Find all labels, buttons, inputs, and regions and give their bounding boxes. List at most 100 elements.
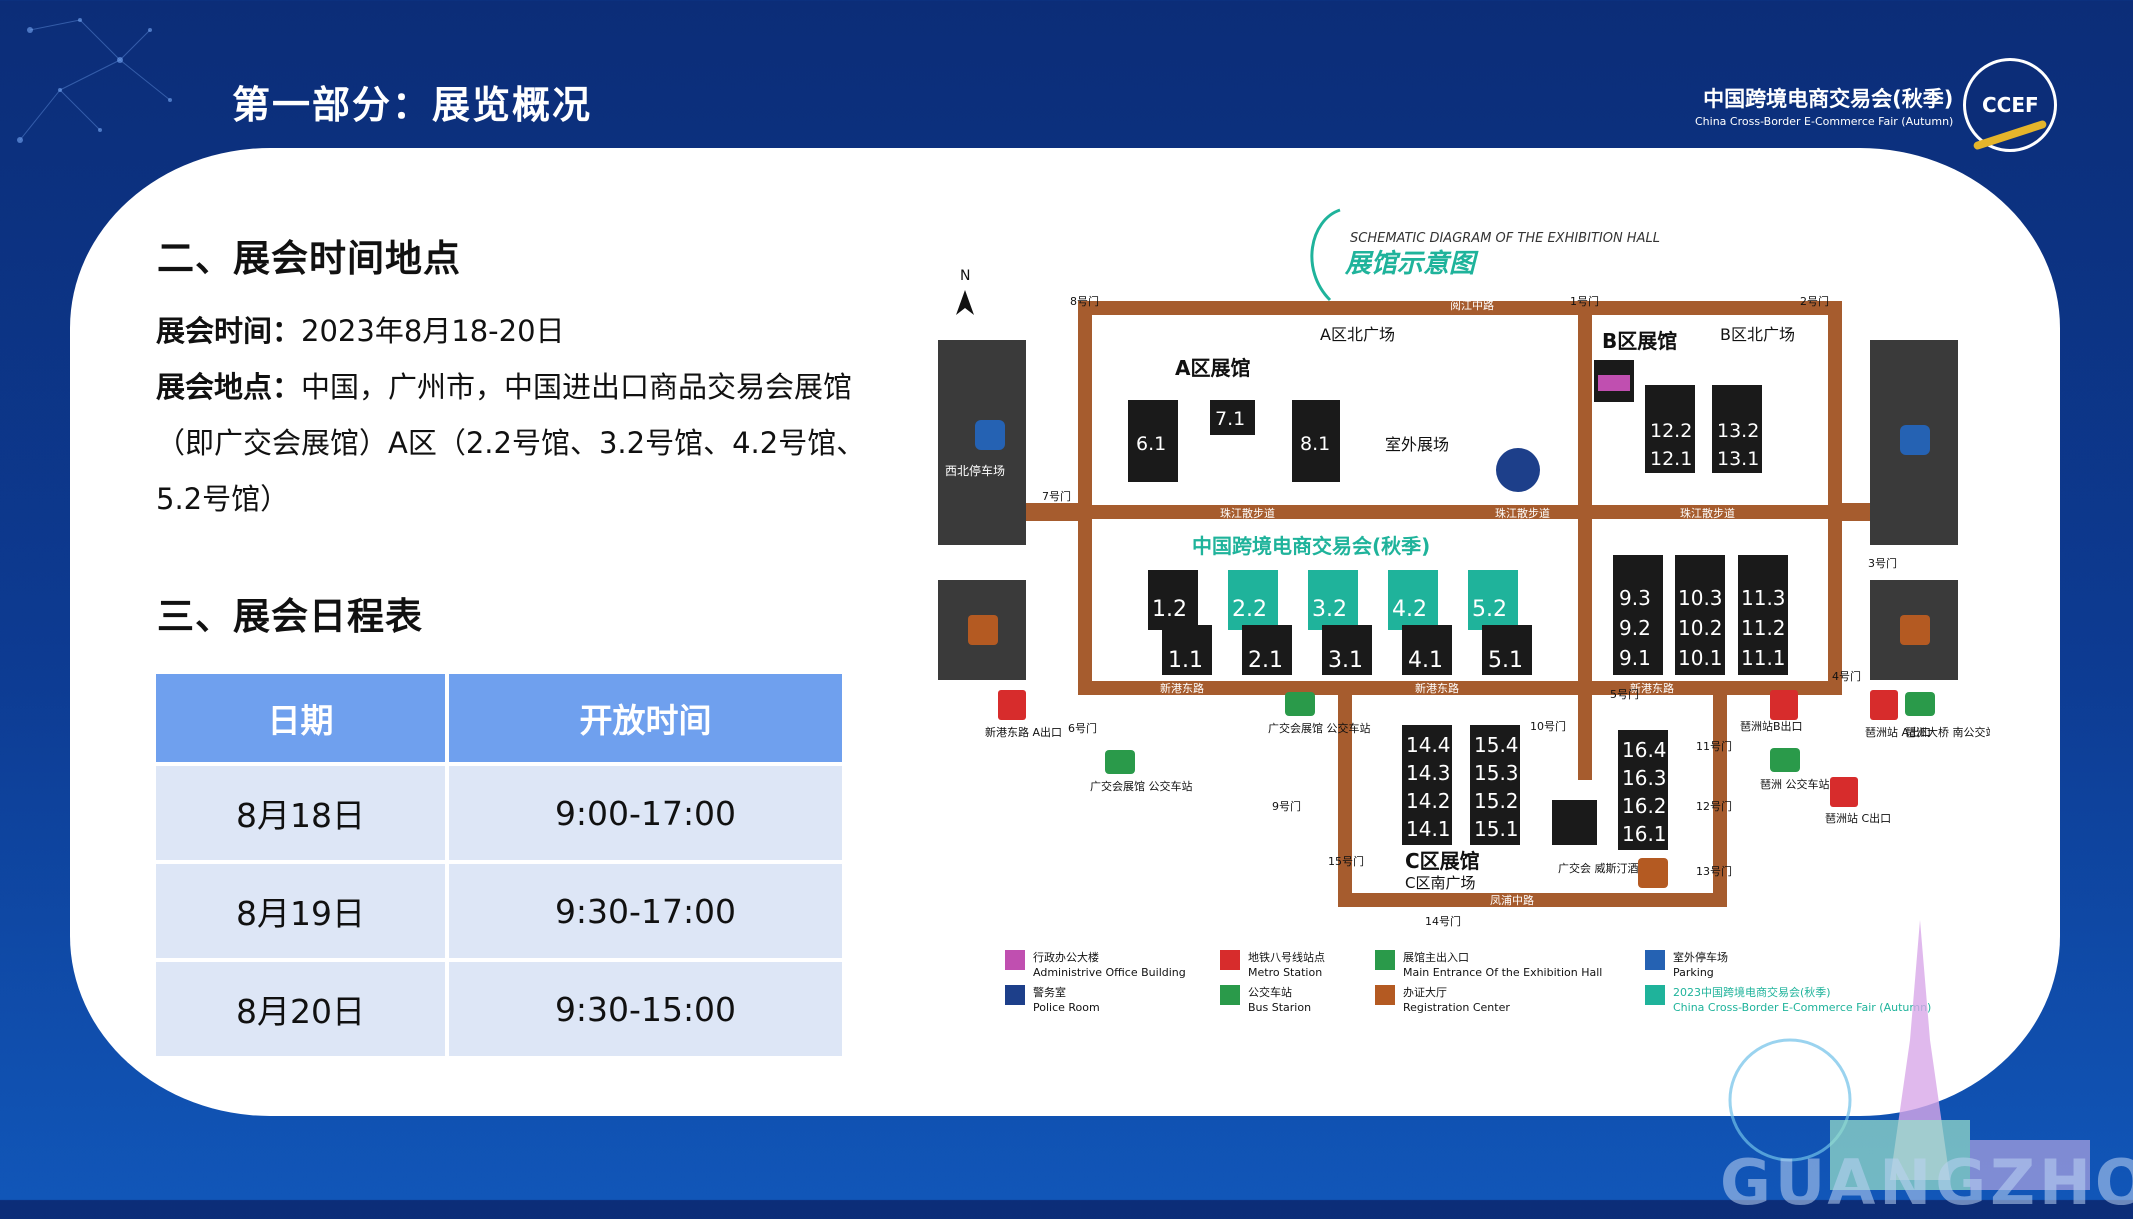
gate-13: 13号门 xyxy=(1696,864,1732,878)
hall-4-1: 4.1 xyxy=(1408,648,1443,673)
legend-icon xyxy=(1005,985,1025,1005)
legend-cn: 2023中国跨境电商交易会(秋季) xyxy=(1673,985,1831,999)
exhibition-hall-map: SCHEMATIC DIAGRAM OF THE EXHIBITION HALL… xyxy=(938,208,1990,1014)
hall-1-1: 1.1 xyxy=(1168,648,1203,673)
event-time-value: 2023年8月18-20日 xyxy=(301,314,565,348)
a-mid-halls xyxy=(1148,570,1532,675)
road-label-zhujiang-b: 珠江散步道 xyxy=(1495,506,1550,520)
gate-15: 15号门 xyxy=(1328,854,1364,868)
hall-16-4: 16.4 xyxy=(1622,738,1667,762)
admin-office-icon xyxy=(1598,375,1630,391)
registration-icon xyxy=(1638,858,1668,888)
event-place-value: 中国，广州市，中国进出口商品交易会展馆 xyxy=(301,370,853,404)
outdoor-label: 室外展场 xyxy=(1385,435,1449,454)
event-time-line: 展会时间：2023年8月18-20日 xyxy=(156,303,916,359)
city-name-footer: GUANGZHOU xyxy=(1720,1146,2133,1219)
hall-16-2: 16.2 xyxy=(1622,794,1667,818)
schedule-date-cell: 8月20日 xyxy=(156,962,445,1056)
event-time-label: 展会时间： xyxy=(156,314,302,348)
north-arrow-icon xyxy=(956,290,974,315)
legend-cn: 展馆主出入口 xyxy=(1403,950,1469,964)
schedule-table: 日期 开放时间 8月18日 9:00-17:00 8月19日 9:30-17:0… xyxy=(152,670,846,1060)
a-top-halls xyxy=(1128,400,1340,482)
page-title: 第一部分：展览概况 xyxy=(232,83,593,127)
section-heading-schedule: 三、展会日程表 xyxy=(157,595,423,638)
gate-labels: 8号门 1号门 2号门 7号门 6号门 10号门 5号门 3号门 4号门 9号门… xyxy=(1042,294,1897,928)
hall-14-2: 14.2 xyxy=(1406,789,1451,813)
gate-1: 1号门 xyxy=(1570,294,1599,308)
gate-14: 14号门 xyxy=(1425,914,1461,928)
hall-4-2: 4.2 xyxy=(1392,597,1427,622)
legend-en: Main Entrance Of the Exhibition Hall xyxy=(1403,966,1602,979)
police-icon xyxy=(1496,448,1540,492)
parking-icon xyxy=(975,420,1005,450)
hall-14-3: 14.3 xyxy=(1406,761,1451,785)
network-globe-decoration xyxy=(17,18,172,143)
road-label-xingang-a: 新港东路 xyxy=(1160,681,1204,695)
hall-13-2: 13.2 xyxy=(1717,420,1759,442)
logo-en-text: China Cross-Border E-Commerce Fair (Autu… xyxy=(1695,114,1954,128)
metro-icons xyxy=(998,690,1898,807)
parking-icon xyxy=(1900,425,1930,455)
event-info: 展会时间：2023年8月18-20日 展会地点：中国，广州市，中国进出口商品交易… xyxy=(156,303,916,527)
schedule-date-cell: 8月18日 xyxy=(156,766,445,860)
fair-label: 中国跨境电商交易会(秋季) xyxy=(1192,534,1430,558)
schedule-header-row: 日期 开放时间 xyxy=(156,674,842,762)
hall-15-3: 15.3 xyxy=(1474,761,1519,785)
hall-13-1: 13.1 xyxy=(1717,448,1759,470)
gate-5: 5号门 xyxy=(1610,687,1639,701)
a-plaza-label: A区北广场 xyxy=(1320,325,1395,344)
registration-icon xyxy=(1900,615,1930,645)
schedule-hours-cell: 9:30-17:00 xyxy=(449,864,842,958)
road-label-xingang-c: 新港东路 xyxy=(1630,681,1674,695)
road-label-yuejiang: 阅江中路 xyxy=(1450,299,1494,312)
registration-icon xyxy=(968,615,998,645)
hotel-label: 广交会 威斯汀酒店 xyxy=(1558,861,1650,875)
station-pz-a: 琶洲站 A出口 xyxy=(1865,725,1931,739)
road-label-xingang-b: 新港东路 xyxy=(1415,681,1459,695)
hall-9-1: 9.1 xyxy=(1619,646,1651,670)
guangzhou-skyline-decoration xyxy=(1728,920,2090,1190)
zone-b-label: B区展馆 xyxy=(1602,329,1677,353)
hall-2-1: 2.1 xyxy=(1248,648,1283,673)
hall-14-4: 14.4 xyxy=(1406,733,1451,757)
zone-c-label: C区展馆 xyxy=(1405,849,1480,873)
legend-en: Metro Station xyxy=(1248,966,1322,979)
station-gjh-bus: 广交会展馆 公交车站 xyxy=(1268,721,1371,735)
legend-icon xyxy=(1375,985,1395,1005)
hall-9-3: 9.3 xyxy=(1619,586,1651,610)
hall-15-1: 15.1 xyxy=(1474,817,1519,841)
hall-7-1: 7.1 xyxy=(1215,408,1245,430)
hall-16-3: 16.3 xyxy=(1622,766,1667,790)
legend-cn: 地铁八号线站点 xyxy=(1248,950,1325,964)
station-pz-bus: 琶洲 公交车站 xyxy=(1760,777,1830,791)
legend-cn: 室外停车场 xyxy=(1673,950,1728,964)
legend-en: Administrive Office Building xyxy=(1033,966,1186,979)
gate-3: 3号门 xyxy=(1868,556,1897,570)
road-label-zhujiang-a: 珠江散步道 xyxy=(1220,506,1275,520)
legend-cn: 办证大厅 xyxy=(1403,985,1447,999)
hall-10-1: 10.1 xyxy=(1678,646,1723,670)
gate-7: 7号门 xyxy=(1042,489,1071,503)
legend-cn: 警务室 xyxy=(1033,985,1066,999)
legend-en: Registration Center xyxy=(1403,1001,1510,1014)
legend-icon xyxy=(1645,985,1665,1005)
hall-5-1: 5.1 xyxy=(1488,648,1523,673)
b-top-halls xyxy=(1645,385,1762,473)
hall-10-2: 10.2 xyxy=(1678,616,1723,640)
road-network xyxy=(1078,301,1842,907)
map-title-swoosh xyxy=(1310,208,1341,302)
map-title-cn: 展馆示意图 xyxy=(1344,249,1479,279)
hall-15-2: 15.2 xyxy=(1474,789,1519,813)
gate-8: 8号门 xyxy=(1070,294,1099,308)
c-halls xyxy=(1402,725,1668,850)
b-plaza-label: B区北广场 xyxy=(1720,325,1795,344)
zone-a-label: A区展馆 xyxy=(1175,356,1250,380)
schedule-hours-cell: 9:30-15:00 xyxy=(449,962,842,1056)
station-pz-bridge: 琶洲大桥 南公交站 xyxy=(1905,725,1990,739)
event-place-line2: （即广交会展馆）A区（2.2号馆、3.2号馆、4.2号馆、 xyxy=(156,426,866,460)
hall-16-1: 16.1 xyxy=(1622,822,1667,846)
hall-5-2: 5.2 xyxy=(1472,597,1507,622)
nw-parking-label: 西北停车场 xyxy=(945,463,1005,478)
gate-6: 6号门 xyxy=(1068,721,1097,735)
